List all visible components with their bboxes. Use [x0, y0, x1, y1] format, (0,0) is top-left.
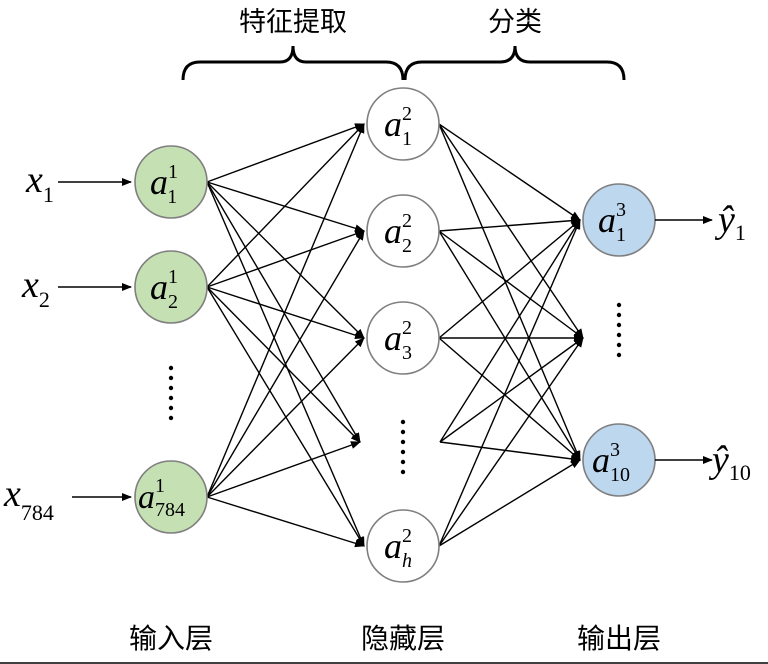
- edge-input-1-hidden-1: [206, 230, 365, 288]
- edge-hidden-4-output-0: [438, 219, 581, 547]
- edge-input-1-hidden-2: [206, 286, 365, 340]
- svg-text:a31: a31: [598, 199, 626, 246]
- feature-extraction-brace: [181, 45, 405, 81]
- edge-hidden-2-output-0: [438, 219, 581, 339]
- edge-input-0-hidden-2: [206, 181, 365, 339]
- svg-text:a22: a22: [384, 210, 412, 257]
- svg-text:a12: a12: [150, 266, 178, 313]
- edge-input-2-hidden-2: [206, 337, 365, 498]
- output-ellipsis: [616, 302, 622, 358]
- edge-hidden-4-output-1: [438, 337, 584, 547]
- svg-text:a2h: a2h: [384, 525, 412, 572]
- edge-hidden-3-output-2: [439, 441, 581, 463]
- input-label-x1: x1: [25, 159, 54, 207]
- edge-hidden-0-output-1: [438, 123, 584, 339]
- edge-input-2-hidden-4: [206, 496, 365, 548]
- edge-hidden-1-output-1: [438, 230, 584, 339]
- edge-hidden-1-output-0: [438, 216, 581, 232]
- input-label-x784: x784: [3, 473, 54, 525]
- edge-input-2-hidden-0: [206, 123, 365, 498]
- edge-input-2-hidden-3: [206, 441, 361, 498]
- connections: [206, 123, 584, 548]
- edge-input-1-hidden-0: [206, 123, 365, 288]
- output-label-y1: ŷ1: [714, 199, 746, 245]
- edge-input-2-hidden-1: [206, 230, 365, 498]
- input-label-x2: x2: [21, 264, 50, 312]
- edge-hidden-0-output-0: [438, 123, 581, 221]
- output-layer-label: 输出层: [577, 622, 661, 655]
- svg-text:a23: a23: [384, 317, 412, 364]
- input-layer-label: 输入层: [129, 622, 213, 655]
- edge-input-0-hidden-0: [206, 123, 365, 183]
- output-label-y10: ŷ10: [708, 439, 751, 485]
- edge-hidden-3-output-0: [439, 219, 581, 443]
- edge-hidden-4-output-2: [438, 459, 581, 547]
- edge-hidden-1-output-2: [438, 230, 581, 461]
- input-ellipsis: [168, 365, 174, 421]
- svg-text:a11: a11: [150, 161, 177, 208]
- hidden-layer-label: 隐藏层: [361, 622, 445, 655]
- edge-input-1-hidden-4: [206, 286, 365, 547]
- edge-hidden-2-output-2: [438, 337, 581, 461]
- feature-extraction-label: 特征提取: [239, 7, 347, 38]
- edge-input-1-hidden-3: [206, 286, 361, 443]
- hidden-ellipsis: [400, 419, 406, 475]
- classification-label: 分类: [488, 7, 542, 38]
- svg-text:a21: a21: [384, 103, 412, 150]
- classification-brace: [403, 45, 626, 81]
- edge-hidden-0-output-2: [438, 123, 581, 461]
- edge-hidden-3-output-1: [439, 337, 584, 443]
